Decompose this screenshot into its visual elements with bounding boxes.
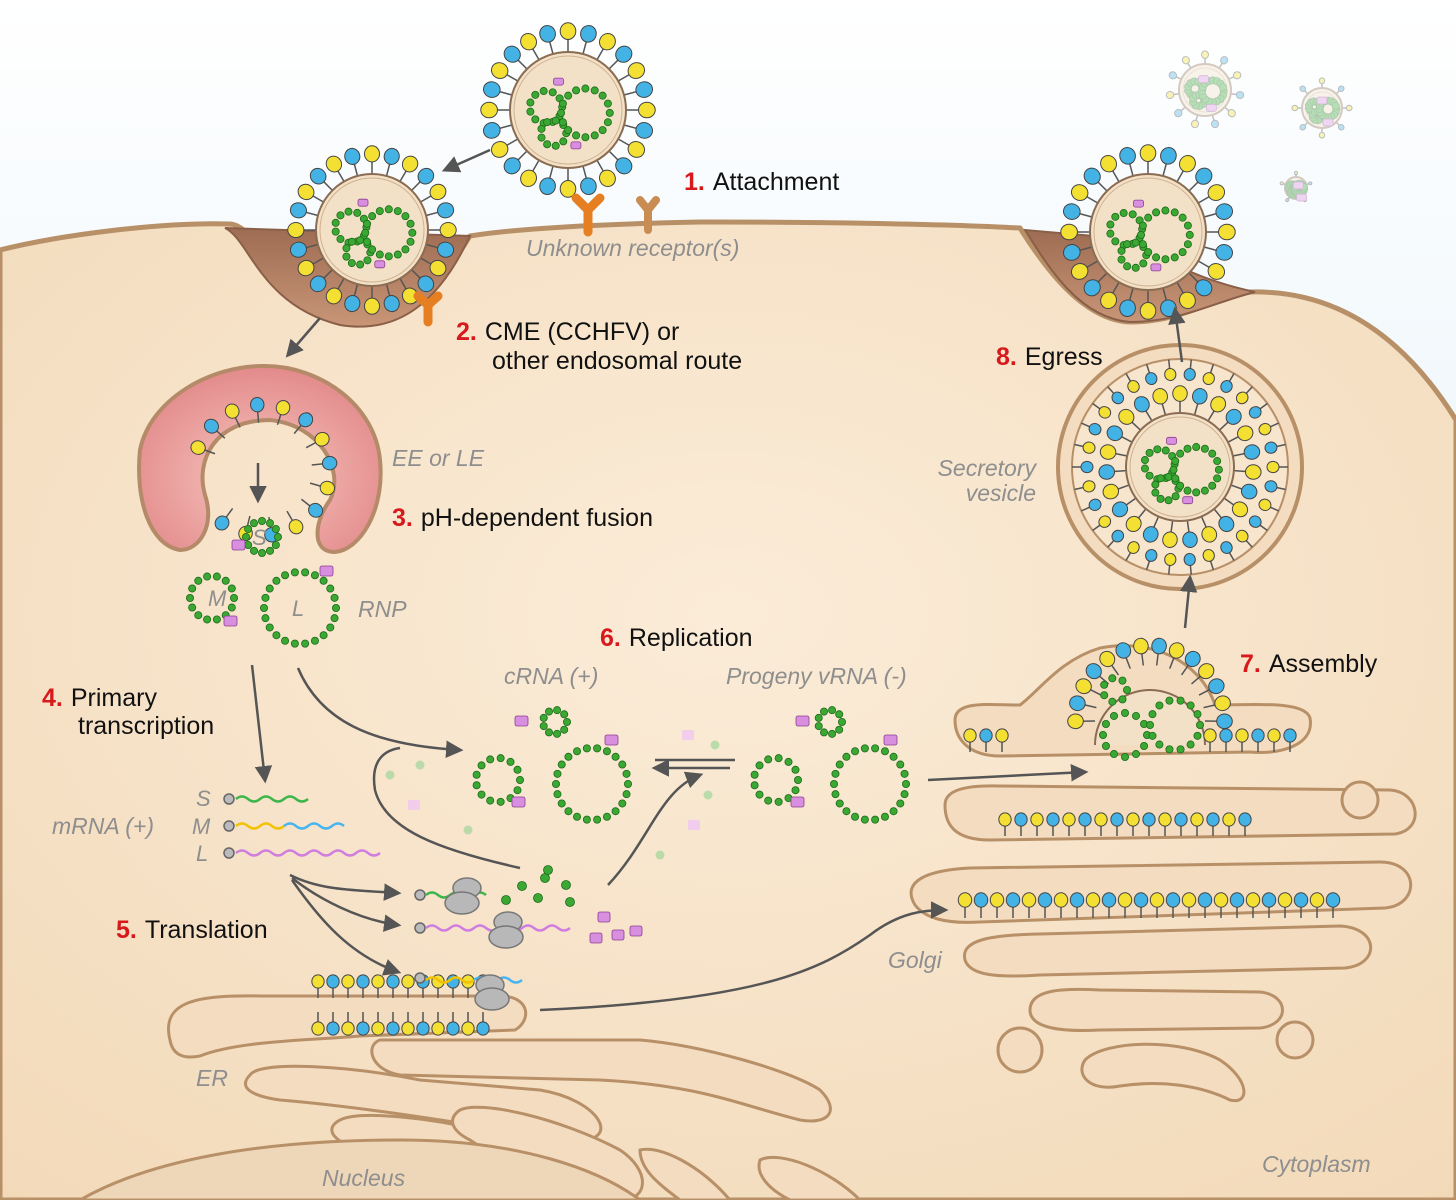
nucleus bbox=[76, 1138, 643, 1200]
step-6-label: 6.Replication bbox=[600, 624, 753, 652]
nucleus-label: Nucleus bbox=[322, 1165, 406, 1191]
rnp-label: RNP bbox=[358, 596, 407, 622]
virion-released-3 bbox=[1279, 170, 1313, 203]
svg-text:8.Egress: 8.Egress bbox=[996, 343, 1103, 371]
svg-text:2.CME (CCHFV) or: 2.CME (CCHFV) or bbox=[456, 318, 679, 346]
secretory-vesicle-label: Secretory bbox=[938, 455, 1038, 481]
svg-text:4.Primary: 4.Primary bbox=[42, 684, 157, 712]
svg-text:other endosomal route: other endosomal route bbox=[492, 347, 742, 375]
mrna-s-label: S bbox=[196, 786, 211, 811]
mrna-l-label: L bbox=[196, 841, 208, 866]
free-nucleoproteins bbox=[385, 730, 720, 944]
receptor-label: Unknown receptor(s) bbox=[526, 235, 739, 261]
virion-endocytosis bbox=[287, 145, 457, 315]
svg-text:6.Replication: 6.Replication bbox=[600, 624, 753, 652]
svg-text:transcription: transcription bbox=[78, 712, 214, 740]
virions-layer bbox=[287, 22, 1353, 762]
step-1-label: 1.Attachment bbox=[684, 168, 839, 196]
virion-released-1 bbox=[1165, 50, 1245, 129]
virion-assembling bbox=[1067, 637, 1233, 762]
mrna-label: mRNA (+) bbox=[52, 813, 154, 839]
step-3-label: 3.pH-dependent fusion bbox=[392, 504, 653, 532]
progeny-vrna-label: Progeny vRNA (-) bbox=[726, 663, 907, 689]
golgi-label: Golgi bbox=[888, 947, 943, 973]
endosome bbox=[137, 363, 383, 555]
receptor-icon bbox=[413, 193, 660, 327]
virion-secretory bbox=[1098, 385, 1262, 549]
crna-label: cRNA (+) bbox=[504, 663, 598, 689]
svg-text:3.pH-dependent fusion: 3.pH-dependent fusion bbox=[392, 504, 653, 532]
rnp-layer bbox=[185, 517, 911, 824]
virion-egress bbox=[1060, 144, 1236, 320]
ribosome-icon bbox=[444, 877, 524, 1011]
mrna-m-label: M bbox=[192, 814, 211, 839]
rnp-l-label: L bbox=[292, 596, 304, 621]
step-5-label: 5.Translation bbox=[116, 916, 268, 944]
step-2-label: 2.CME (CCHFV) or other endosomal route bbox=[456, 318, 742, 375]
svg-text:7.Assembly: 7.Assembly bbox=[1240, 650, 1378, 678]
step-8-label: 8.Egress bbox=[996, 343, 1103, 371]
step-7-label: 7.Assembly bbox=[1240, 650, 1378, 678]
svg-text:5.Translation: 5.Translation bbox=[116, 916, 268, 944]
virion-released-2 bbox=[1291, 77, 1353, 139]
er-label: ER bbox=[196, 1065, 228, 1091]
rnp-s-label: S bbox=[252, 525, 267, 550]
secretory-vesicle-label-2: vesicle bbox=[966, 480, 1036, 506]
endosome-label: EE or LE bbox=[392, 445, 485, 471]
rnp-m-label: M bbox=[208, 586, 227, 611]
virion-attachment bbox=[480, 22, 656, 198]
step-4-label: 4.Primary transcription bbox=[42, 684, 214, 740]
pathway-arrows bbox=[249, 148, 1198, 1012]
cytoplasm-label: Cytoplasm bbox=[1262, 1151, 1371, 1177]
svg-text:1.Attachment: 1.Attachment bbox=[684, 168, 839, 196]
